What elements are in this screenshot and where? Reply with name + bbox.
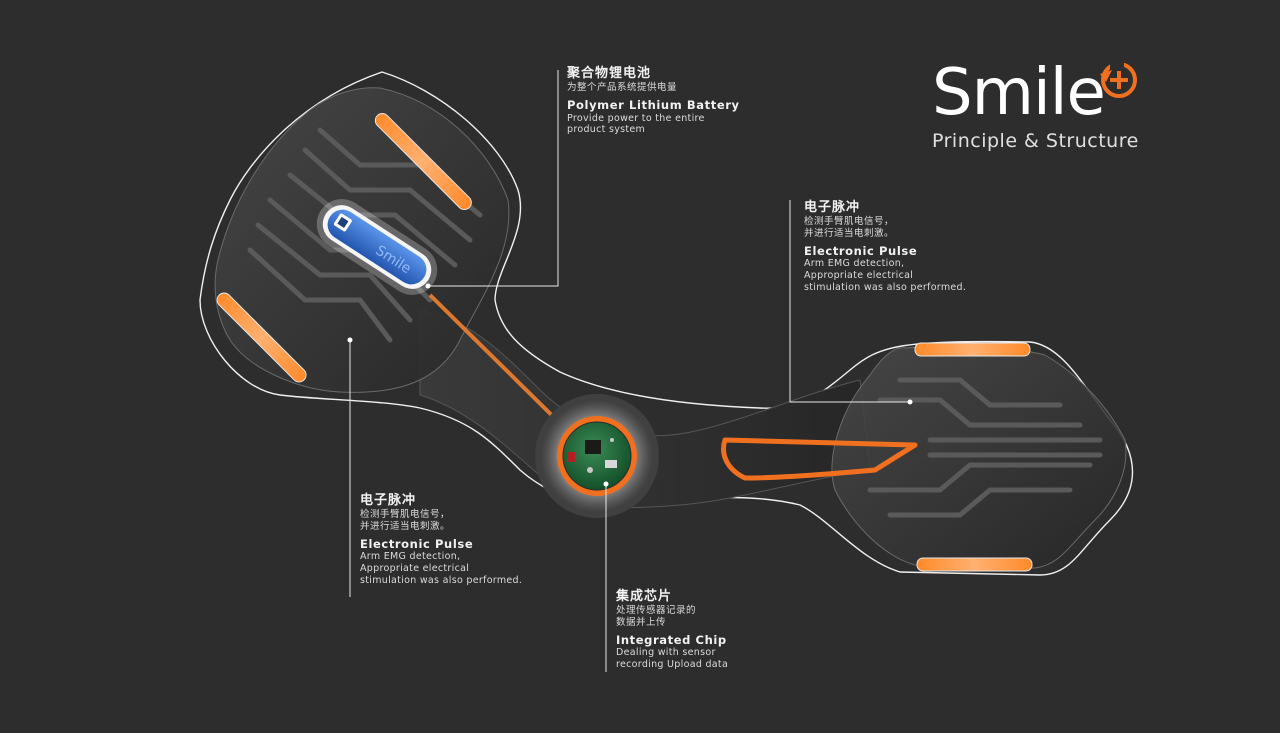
- pulse-right-leader-line: [789, 200, 910, 403]
- electrode-bar-bottom-right: [916, 557, 1033, 572]
- brand-logo-mark: [1100, 58, 1137, 98]
- pulse-left-en-desc-line: Appropriate electrical: [360, 563, 470, 575]
- pulse-left-en-title: Electronic Pulse: [360, 537, 474, 551]
- pulse-left-zh-desc-line: 检测手臂肌电信号，: [360, 509, 451, 521]
- pulse-left-en-desc-line: stimulation was also performed.: [360, 575, 523, 587]
- callout-chip: 集成芯片 处理传感器记录的 数据并上传 Integrated Chip Deal…: [616, 589, 728, 671]
- pulse-right-en-desc-line: stimulation was also performed.: [804, 282, 967, 294]
- electrode-bar-top-left: [374, 113, 472, 211]
- chip-en-title: Integrated Chip: [616, 633, 727, 647]
- device-outline: [199, 71, 1134, 576]
- brand-name: Smile: [932, 56, 1106, 130]
- callout-pulse-left: 电子脉冲 检测手臂肌电信号， 并进行适当电刺激。 Electronic Puls…: [360, 493, 522, 587]
- pulse-right-en-desc-line: Arm EMG detection,: [804, 258, 905, 270]
- chip-module: [535, 394, 659, 518]
- battery-en-desc-line: product system: [567, 124, 646, 136]
- pulse-right-zh-desc-line: 并进行适当电刺激。: [804, 228, 895, 240]
- callout-leader-lines: [347, 70, 913, 672]
- chip-zh-title: 集成芯片: [616, 589, 673, 604]
- brand-subtitle: Principle & Structure: [932, 130, 1139, 152]
- battery-en-desc-line: Provide power to the entire: [567, 112, 705, 124]
- pulse-left-en-desc-line: Arm EMG detection,: [360, 551, 461, 563]
- pulse-right-zh-desc-line: 检测手臂肌电信号，: [804, 216, 895, 228]
- chip-zh-desc-line: 处理传感器记录的: [616, 605, 697, 617]
- pulse-right-zh-title: 电子脉冲: [804, 200, 861, 215]
- battery-leader-line: [428, 70, 559, 287]
- body-orange-accent: [721, 437, 918, 481]
- pulse-right-en-title: Electronic Pulse: [804, 244, 918, 258]
- battery: Smile: [316, 199, 438, 295]
- battery-en-title: Polymer Lithium Battery: [567, 98, 740, 113]
- chip-en-desc-line: recording Upload data: [616, 659, 729, 671]
- pulse-left-zh-desc-line: 并进行适当电刺激。: [360, 521, 451, 533]
- callout-battery: 聚合物锂电池 为整个产品系统提供电量 Polymer Lithium Batte…: [567, 66, 740, 136]
- right-pad-grip-pattern: [867, 377, 1103, 518]
- battery-zh-title: 聚合物锂电池: [567, 66, 652, 81]
- electrode-bars: [216, 113, 1033, 572]
- battery-zh-desc: 为整个产品系统提供电量: [567, 82, 678, 94]
- callout-pulse-right: 电子脉冲 检测手臂肌电信号， 并进行适当电刺激。 Electronic Puls…: [804, 200, 966, 294]
- chip-zh-desc-line: 数据并上传: [616, 617, 667, 629]
- electrode-bar-top-right: [914, 342, 1031, 357]
- pulse-right-en-desc-line: Appropriate electrical: [804, 270, 914, 282]
- brand-block: Smile Principle & Structure: [932, 56, 1139, 152]
- electrode-bar-bottom-left: [216, 292, 307, 383]
- pulse-left-zh-title: 电子脉冲: [360, 493, 417, 508]
- chip-en-desc-line: Dealing with sensor: [616, 647, 716, 659]
